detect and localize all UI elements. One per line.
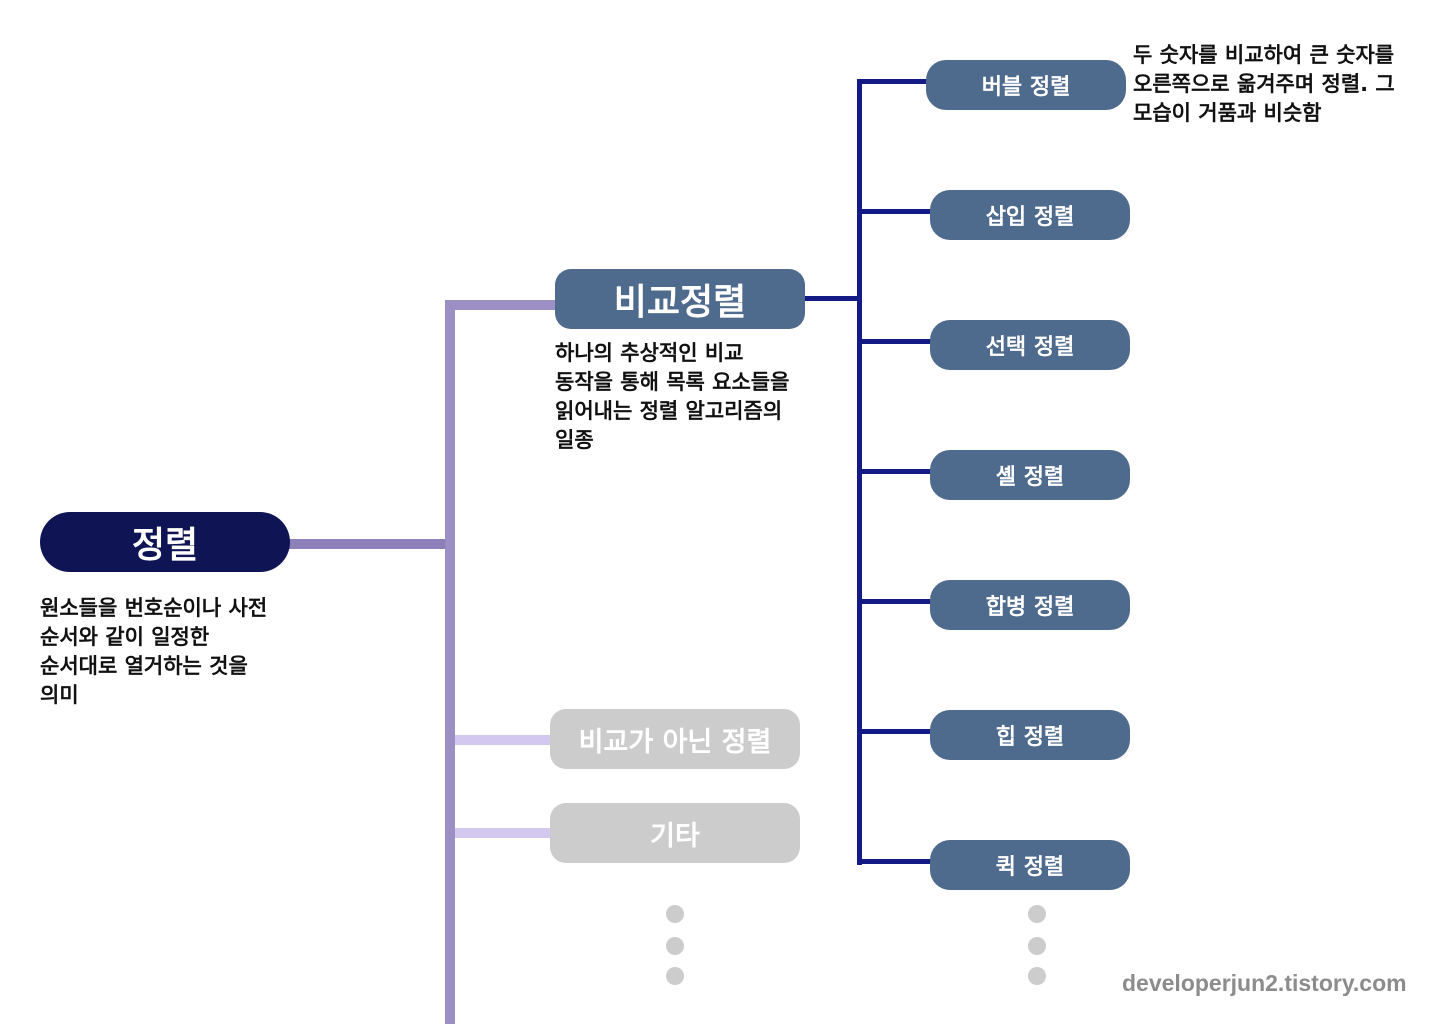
branch-heap xyxy=(857,729,932,734)
more-dot-left-1 xyxy=(666,905,684,923)
more-dot-left-2 xyxy=(666,937,684,955)
more-dot-left-3 xyxy=(666,967,684,985)
root-description: 원소들을 번호순이나 사전 순서와 같이 일정한 순서대로 열거하는 것을 의미 xyxy=(40,596,268,707)
more-dot-right-2 xyxy=(1028,937,1046,955)
comparison-sort-description: 하나의 추상적인 비교 동작을 통해 목록 요소들을 읽어내는 정렬 알고리즘의… xyxy=(555,341,790,452)
branch-quick xyxy=(857,859,932,864)
branch-selection xyxy=(857,339,932,344)
branch-insertion xyxy=(857,209,932,214)
branch-merge xyxy=(857,599,932,604)
other-connector xyxy=(455,828,551,838)
sort-connector xyxy=(804,296,862,301)
more-dot-right-1 xyxy=(1028,905,1046,923)
watermark: developerjun2.tistory.com xyxy=(1122,970,1407,996)
branch-bubble xyxy=(857,79,928,84)
trunk-line xyxy=(445,300,455,1024)
bubble-sort-node: 버블 정렬 xyxy=(926,60,1126,110)
other-node: 기타 xyxy=(550,803,800,863)
root-connector xyxy=(288,539,454,549)
non-comparison-sort-node: 비교가 아닌 정렬 xyxy=(550,709,800,769)
shell-sort-node: 셸 정렬 xyxy=(930,450,1130,500)
non-comparison-connector xyxy=(455,735,551,745)
branch-shell xyxy=(857,469,932,474)
comparison-sort-node: 비교정렬 xyxy=(555,269,805,329)
merge-sort-node: 합병 정렬 xyxy=(930,580,1130,630)
selection-sort-node: 선택 정렬 xyxy=(930,320,1130,370)
more-dot-right-3 xyxy=(1028,967,1046,985)
heap-sort-node: 힙 정렬 xyxy=(930,710,1130,760)
quick-sort-node: 퀵 정렬 xyxy=(930,840,1130,890)
comparison-connector xyxy=(445,300,557,310)
root-node-sort: 정렬 xyxy=(40,512,290,572)
insertion-sort-node: 삽입 정렬 xyxy=(930,190,1130,240)
bubble-sort-description: 두 숫자를 비교하여 큰 숫자를 오른쪽으로 옮겨주며 정렬. 그 모습이 거품… xyxy=(1133,43,1395,125)
